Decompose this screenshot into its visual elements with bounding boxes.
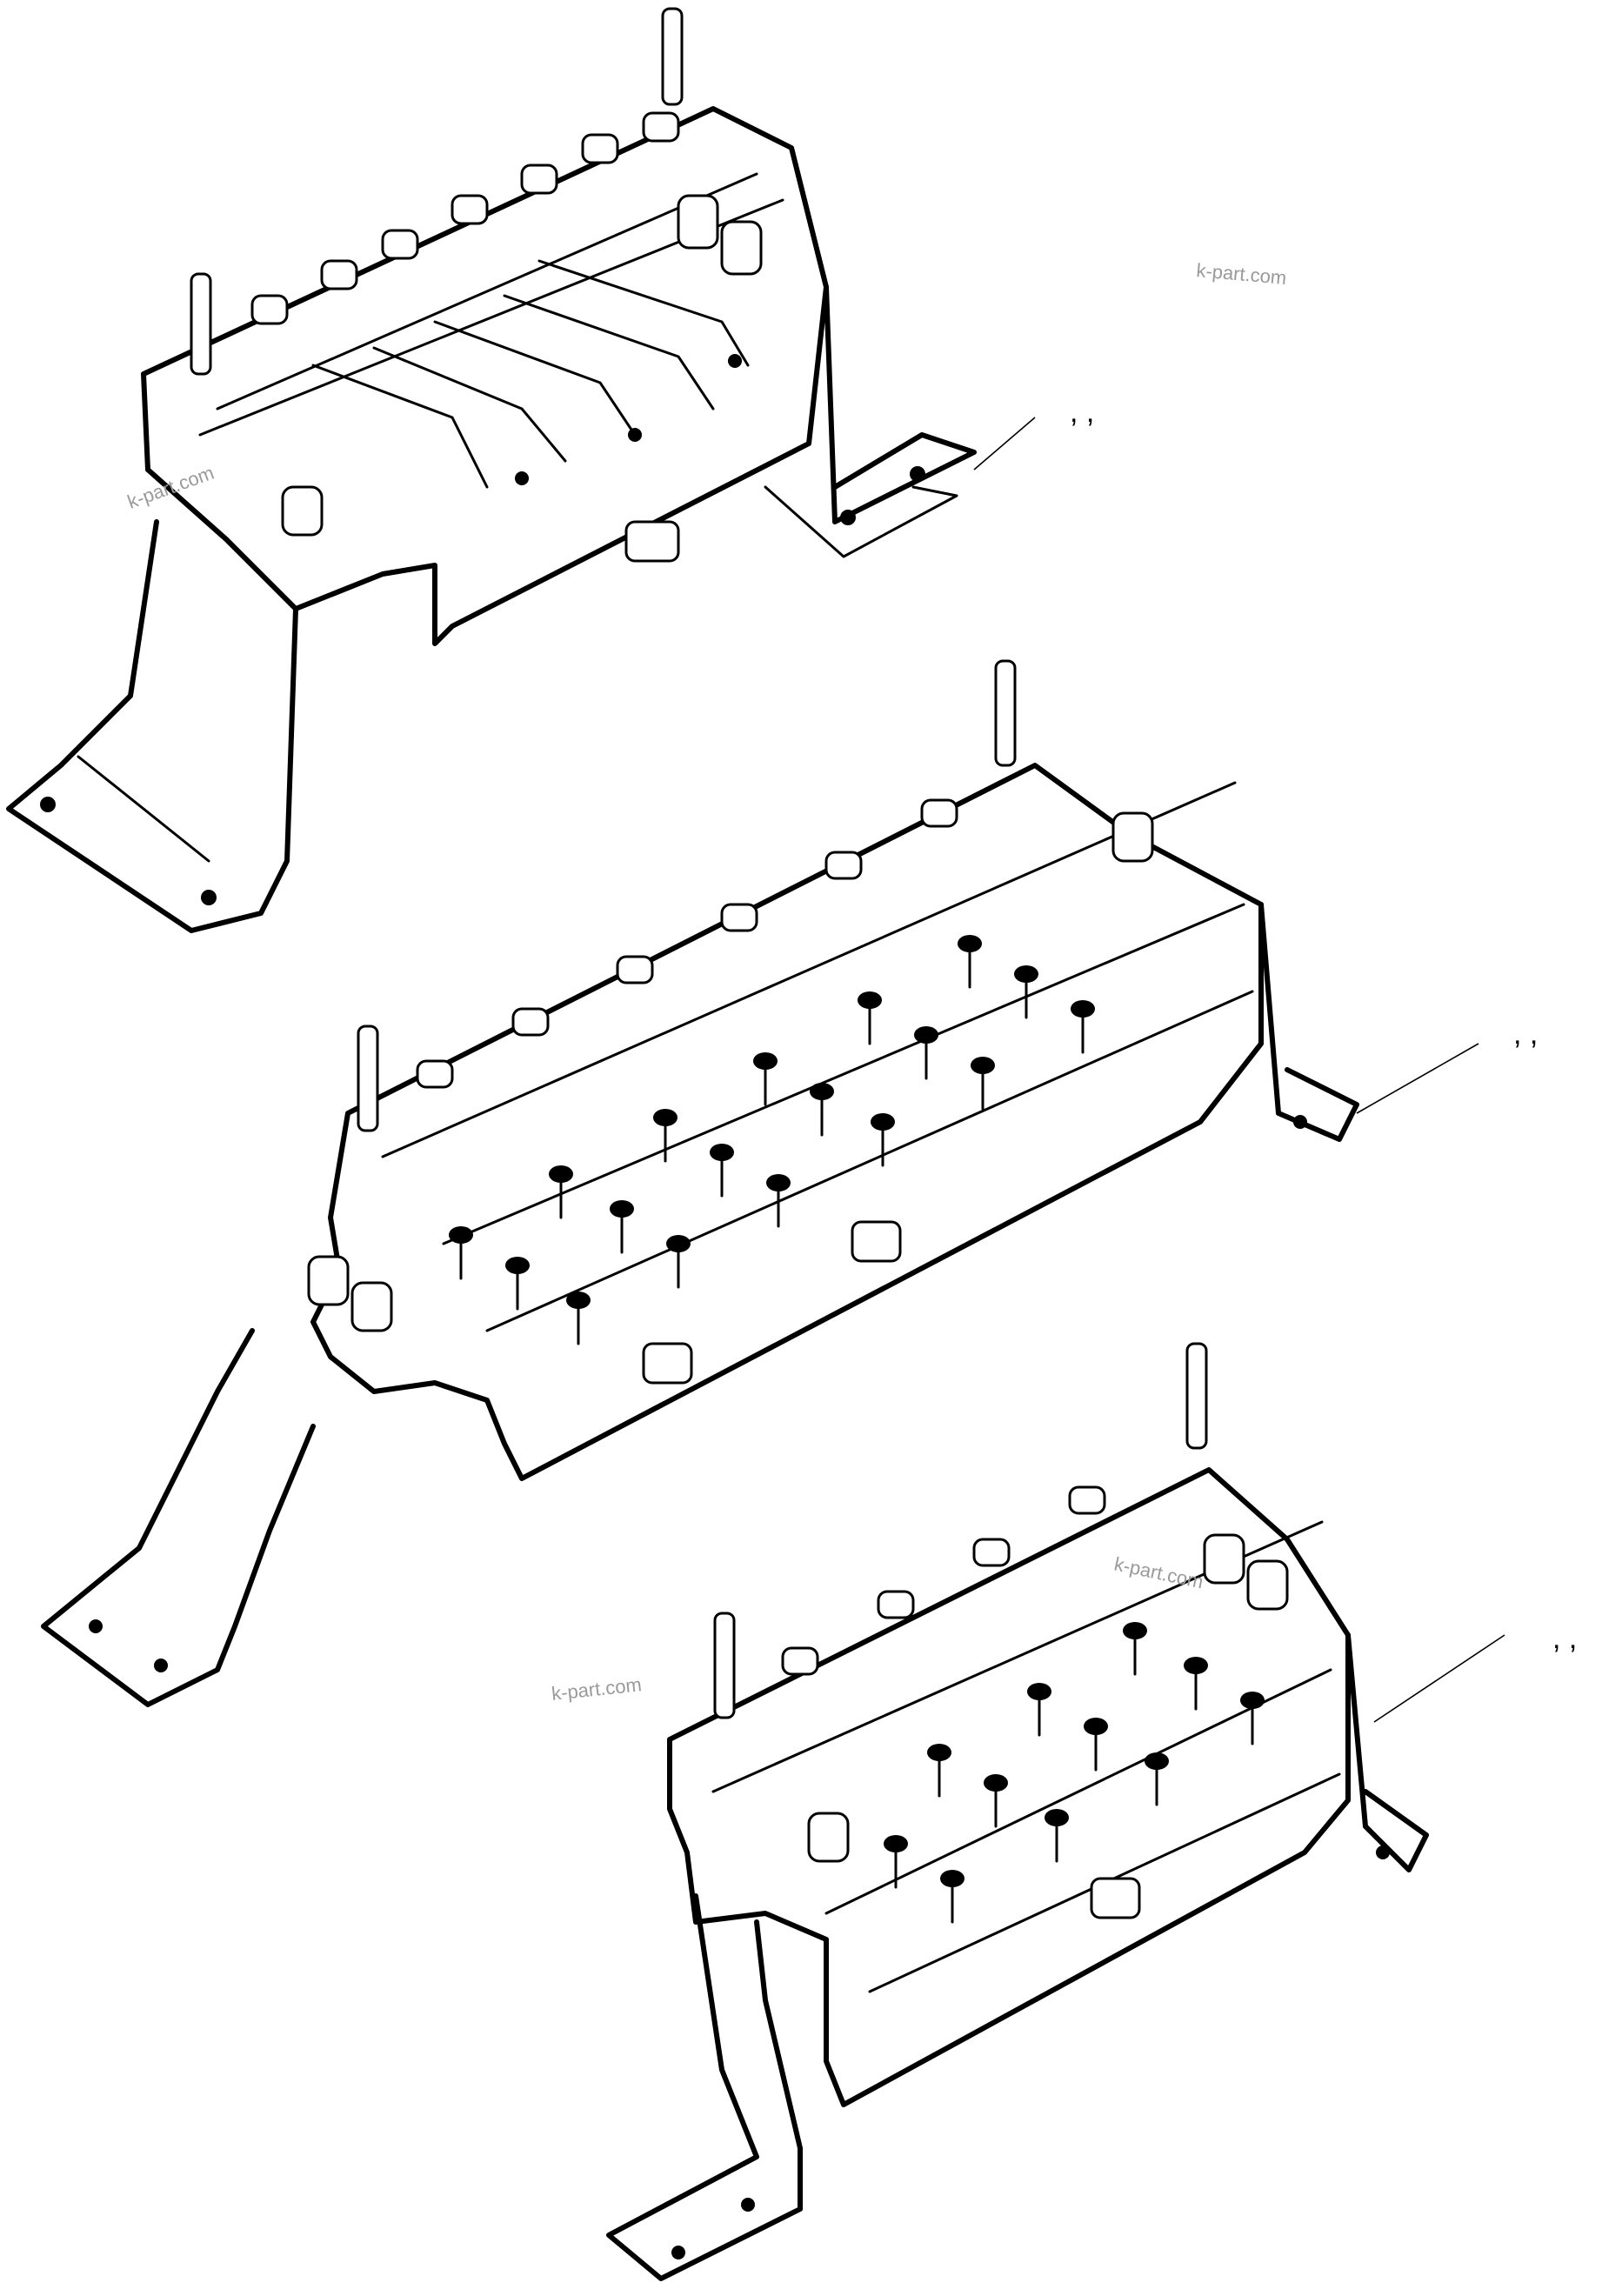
fuse-row-top [250, 111, 680, 325]
fuse-block-assembly-bottom [606, 1342, 1505, 2281]
terminal-straps-top [311, 259, 750, 489]
callout-label-1: , , [1070, 396, 1094, 429]
fuse-row-middle [416, 798, 958, 1089]
terminal-studs-bottom [884, 1622, 1265, 1924]
fuse-block-assembly-top [6, 7, 1036, 933]
watermark-3: k-part.com [1112, 1552, 1205, 1592]
watermark-4: k-part.com [551, 1673, 643, 1705]
callout-label-2: , , [1513, 1018, 1538, 1051]
fuse-block-assembly-middle [41, 659, 1479, 1707]
watermark-2: k-part.com [124, 462, 217, 513]
fuse-row-bottom [781, 1485, 1106, 1676]
watermark-1: k-part.com [1196, 259, 1288, 289]
callout-label-3: , , [1552, 1622, 1577, 1655]
terminal-studs-middle [449, 935, 1095, 1345]
